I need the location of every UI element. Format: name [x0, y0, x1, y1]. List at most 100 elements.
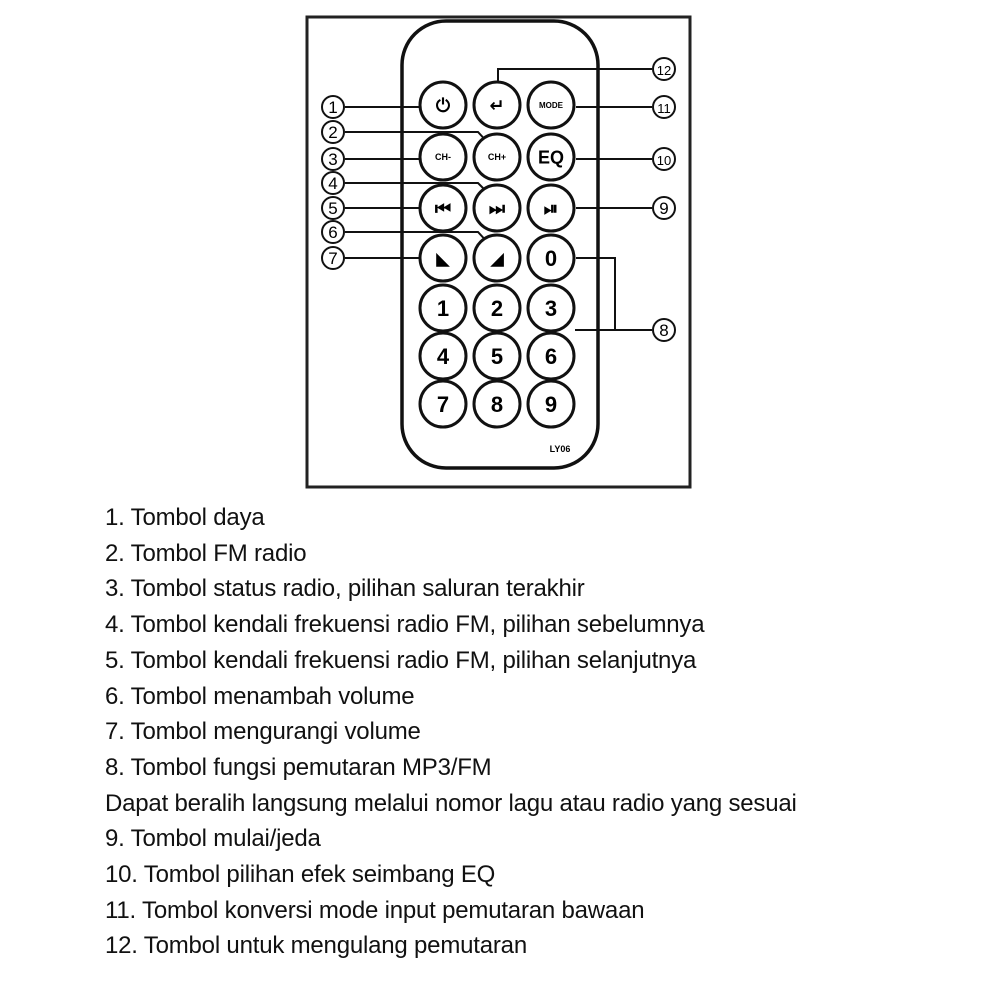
callout-number: 3	[328, 150, 337, 169]
button-label: ⏯	[544, 198, 558, 218]
callout-number: 1	[328, 98, 337, 117]
button-repeat[interactable]: ↵	[472, 80, 522, 130]
button-digit-5[interactable]: 5	[472, 331, 522, 381]
button-vol-down[interactable]: ◣	[418, 233, 468, 283]
button-label: 9	[545, 392, 557, 417]
legend-item: 2. Tombol FM radio	[105, 539, 307, 567]
button-prev[interactable]: ⏮	[418, 183, 468, 233]
button-label: 8	[491, 392, 503, 417]
button-digit-3[interactable]: 3	[526, 283, 576, 333]
callout-number: 5	[328, 199, 337, 218]
callout-circle	[652, 318, 676, 342]
button-next[interactable]: ⏭	[472, 183, 522, 233]
callout-circle	[652, 196, 676, 220]
diagram-frame	[305, 15, 692, 489]
button-digit-4[interactable]: 4	[418, 331, 468, 381]
button-power[interactable]: ⏻	[418, 80, 468, 130]
button-mode[interactable]: MODE	[526, 80, 576, 130]
callout-circle	[321, 95, 345, 119]
button-digit-9[interactable]: 9	[526, 379, 576, 429]
button-digit-1[interactable]: 1	[418, 283, 468, 333]
button-label: ◣	[436, 248, 450, 268]
button-label: 4	[437, 344, 450, 369]
button-label: MODE	[539, 101, 564, 110]
legend-item: 8. Tombol fungsi pemutaran MP3/FM	[105, 753, 492, 781]
legend-item: 9. Tombol mulai/jeda	[105, 825, 321, 853]
button-outline	[472, 183, 522, 233]
callout-7: 7	[321, 246, 345, 270]
button-label: ↵	[489, 95, 504, 115]
button-vol-up[interactable]: ◢	[472, 233, 522, 283]
callout-circle	[652, 57, 676, 81]
callout-8: 8	[652, 318, 676, 342]
button-ch-plus[interactable]: CH+	[472, 132, 522, 182]
button-outline	[472, 132, 522, 182]
callout-number: 9	[659, 199, 668, 218]
button-label: 3	[545, 296, 557, 321]
button-outline	[472, 80, 522, 130]
callout-circle	[321, 120, 345, 144]
button-outline	[526, 80, 576, 130]
button-ch-minus[interactable]: CH-	[418, 132, 468, 182]
button-digit-7[interactable]: 7	[418, 379, 468, 429]
callout-2: 2	[321, 120, 345, 144]
legend-item: Dapat beralih langsung melalui nomor lag…	[105, 789, 797, 817]
callout-1: 1	[321, 95, 345, 119]
legend-item: 10. Tombol pilihan efek seimbang EQ	[105, 861, 496, 889]
button-outline	[472, 283, 522, 333]
legend-item: 6. Tombol menambah volume	[105, 682, 415, 710]
callout-5: 5	[321, 196, 345, 220]
button-digit-8[interactable]: 8	[472, 379, 522, 429]
callout-circle	[652, 147, 676, 171]
button-outline	[418, 331, 468, 381]
callout-number: 11	[657, 101, 671, 116]
legend-item: 12. Tombol untuk mengulang pemutaran	[105, 932, 527, 960]
button-outline	[418, 283, 468, 333]
button-digit-6[interactable]: 6	[526, 331, 576, 381]
callout-10: 10	[652, 147, 676, 171]
callout-number: 4	[328, 174, 337, 193]
button-label: 7	[437, 392, 449, 417]
button-outline	[418, 379, 468, 429]
callout-circle	[321, 220, 345, 244]
button-outline	[418, 183, 468, 233]
button-label: 5	[491, 344, 503, 369]
callout-circle	[321, 147, 345, 171]
legend-item: 11. Tombol konversi mode input pemutaran…	[105, 896, 645, 924]
button-label: ⏮	[435, 198, 451, 218]
model-label: LY06	[550, 444, 571, 454]
button-outline	[526, 379, 576, 429]
callout-number: 12	[657, 63, 671, 78]
callout-number: 6	[328, 223, 337, 242]
button-digit-0[interactable]: 0	[526, 233, 576, 283]
button-label: ⏭	[489, 198, 506, 218]
button-digit-2[interactable]: 2	[472, 283, 522, 333]
button-outline	[472, 331, 522, 381]
button-outline	[418, 80, 468, 130]
button-label: ◢	[490, 248, 504, 268]
button-eq[interactable]: EQ	[526, 132, 576, 182]
button-outline	[526, 331, 576, 381]
callout-6: 6	[321, 220, 345, 244]
button-label: 0	[545, 246, 557, 271]
callout-9: 9	[652, 196, 676, 220]
button-outline	[526, 183, 576, 233]
callout-number: 8	[659, 321, 668, 340]
button-label: ⏻	[436, 95, 451, 115]
button-label: 6	[545, 344, 557, 369]
callout-3: 3	[321, 147, 345, 171]
callout-circle	[321, 246, 345, 270]
button-play-pause[interactable]: ⏯	[526, 183, 576, 233]
button-label: 1	[437, 296, 449, 321]
button-outline	[526, 283, 576, 333]
legend-item: 4. Tombol kendali frekuensi radio FM, pi…	[105, 611, 705, 639]
button-label: EQ	[538, 147, 564, 167]
callout-circle	[652, 95, 676, 119]
callout-number: 10	[657, 153, 671, 168]
callout-circle	[321, 196, 345, 220]
callout-number: 7	[328, 249, 337, 268]
